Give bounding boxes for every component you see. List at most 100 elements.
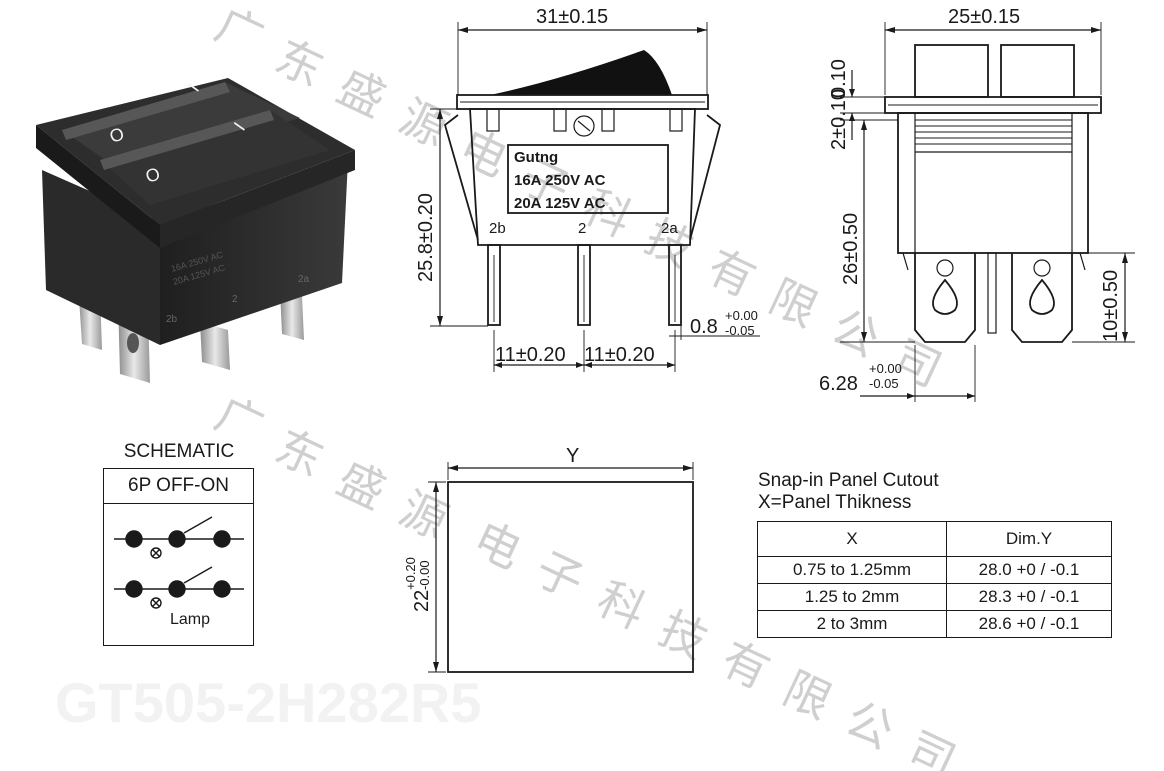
side-step-dim: 2±0.10	[828, 89, 850, 150]
front-pin	[668, 244, 682, 326]
cutout-height-dim: 22	[411, 590, 433, 612]
side-center-pin	[987, 252, 997, 334]
side-terminal	[1011, 253, 1073, 343]
front-pin-tol-minus: -0.05	[725, 323, 755, 338]
side-rocker	[914, 44, 989, 98]
side-body	[897, 112, 1089, 254]
side-rocker	[1000, 44, 1075, 98]
table-cell: 28.3 +0 / -0.1	[946, 583, 1112, 611]
table-cell: 1.25 to 2mm	[757, 583, 947, 611]
schematic-contact	[168, 530, 186, 548]
front-body	[469, 108, 696, 246]
schematic-diagram	[114, 516, 244, 609]
side-width-dim: 25±0.15	[948, 6, 1020, 28]
front-terminal-label: 2b	[489, 220, 506, 237]
front-label-line: 20A 125V AC	[514, 195, 606, 212]
front-rocker	[490, 50, 672, 95]
table-header-row: X Dim.Y	[757, 521, 1112, 557]
photo-rocker-mark: O	[107, 123, 127, 146]
product-photo: O I O I 16A 250V AC 20A 125V AC 2b 2 2a	[36, 78, 355, 383]
schematic-contact	[125, 530, 143, 548]
cutout-title-line: X=Panel Thikness	[758, 492, 912, 513]
photo-terminal-label: 2a	[298, 274, 310, 285]
watermark-char: 东	[267, 29, 332, 97]
photo-terminal	[280, 290, 304, 340]
watermark-char: 电	[465, 511, 530, 579]
photo-body-front	[160, 160, 348, 345]
front-pitch-right: 11±0.20	[584, 344, 655, 366]
photo-terminal-label: 2b	[166, 314, 178, 325]
schematic-box: 6P OFF-ON Lamp	[103, 468, 254, 646]
watermark-char: 东	[267, 419, 332, 487]
table-cell: 28.6 +0 / -0.1	[946, 610, 1112, 638]
photo-terminal	[200, 322, 230, 370]
schematic-lamp-label: Lamp	[170, 611, 211, 628]
side-terminal-width: 6.28	[819, 373, 858, 395]
table-row: 1.25 to 2mm 28.3 +0 / -0.1	[757, 583, 1112, 611]
front-label-line: 16A 250V AC	[514, 172, 606, 189]
panel-cutout: Y 22 +0.20 -0.00	[403, 445, 694, 673]
front-height-dim: 25.8±0.20	[415, 193, 437, 282]
side-flange-dim: 0.10	[828, 59, 850, 98]
watermark-char: 子	[527, 541, 592, 609]
side-view: 25±0.15 0.10	[819, 6, 1135, 402]
photo-terminal-label: 2	[232, 294, 238, 305]
photo-rocker-mark: O	[143, 163, 163, 186]
table-cell: 28.0 +0 / -0.1	[946, 556, 1112, 584]
photo-rocker	[100, 110, 330, 205]
front-width-dim: 31±0.15	[536, 6, 608, 28]
cutout-title-line: Snap-in Panel Cutout	[758, 470, 939, 491]
side-terminal	[914, 253, 976, 343]
watermark-model: GT505-2H282R5	[55, 671, 481, 734]
front-terminal-label: 2	[578, 220, 586, 237]
table-cell: 2 to 3mm	[757, 610, 947, 638]
table-row: 0.75 to 1.25mm 28.0 +0 / -0.1	[757, 556, 1112, 584]
photo-bezel-side	[36, 125, 160, 248]
photo-rocker	[62, 82, 300, 170]
watermark-char: 公	[823, 299, 888, 367]
front-pitch-left: 11±0.20	[495, 344, 566, 366]
cutout-rect	[447, 481, 694, 673]
side-body-dim: 26±0.50	[840, 213, 862, 285]
front-view: 31±0.15 Gutng 16A 250V AC 20A 125V AC 2b…	[415, 6, 760, 372]
photo-terminal-hole	[127, 333, 139, 353]
front-pin	[577, 244, 591, 326]
watermark-char: 盛	[329, 59, 394, 127]
front-label	[507, 144, 669, 214]
table-row: 2 to 3mm 28.6 +0 / -0.1	[757, 610, 1112, 638]
schematic-contact	[125, 580, 143, 598]
watermark-char: 广	[207, 0, 272, 65]
side-terminal-dim: 10±0.50	[1100, 270, 1122, 342]
front-terminal-label: 2a	[661, 220, 678, 237]
schematic-contact	[213, 580, 231, 598]
cutout-table: X Dim.Y 0.75 to 1.25mm 28.0 +0 / -0.1 1.…	[757, 521, 1112, 638]
table-header: X	[757, 521, 947, 557]
front-label-line: Gutng	[514, 149, 558, 166]
table-header: Dim.Y	[946, 521, 1112, 557]
watermark-char: 公	[837, 691, 902, 759]
front-pin-tol-plus: +0.00	[725, 308, 758, 323]
cutout-title: Snap-in Panel Cutout X=Panel Thikness	[758, 470, 939, 514]
cutout-tol-plus: +0.20	[403, 557, 418, 590]
watermark-char: 限	[775, 661, 840, 729]
side-tw-tol-minus: -0.05	[869, 376, 899, 391]
side-tw-tol-plus: +0.00	[869, 361, 902, 376]
photo-bezel-front	[160, 150, 355, 248]
watermark-char: 盛	[329, 451, 394, 519]
watermark-char: 电	[451, 119, 516, 187]
cutout-tol-minus: -0.00	[417, 560, 432, 590]
watermark-char: 有	[713, 631, 778, 699]
front-clip-left	[443, 114, 479, 241]
watermark-char: 科	[589, 571, 654, 639]
schematic-title: SCHEMATIC	[123, 441, 235, 462]
watermark-char: 限	[761, 269, 826, 337]
schematic-contact	[213, 530, 231, 548]
watermark-char: 有	[699, 239, 764, 307]
schematic-contact	[168, 580, 186, 598]
watermark-char: 技	[651, 601, 716, 669]
front-pin-thickness: 0.8	[690, 316, 718, 338]
watermark-char: 司	[899, 721, 964, 771]
watermark-char: 源	[391, 481, 456, 549]
front-clip-right	[689, 114, 722, 241]
